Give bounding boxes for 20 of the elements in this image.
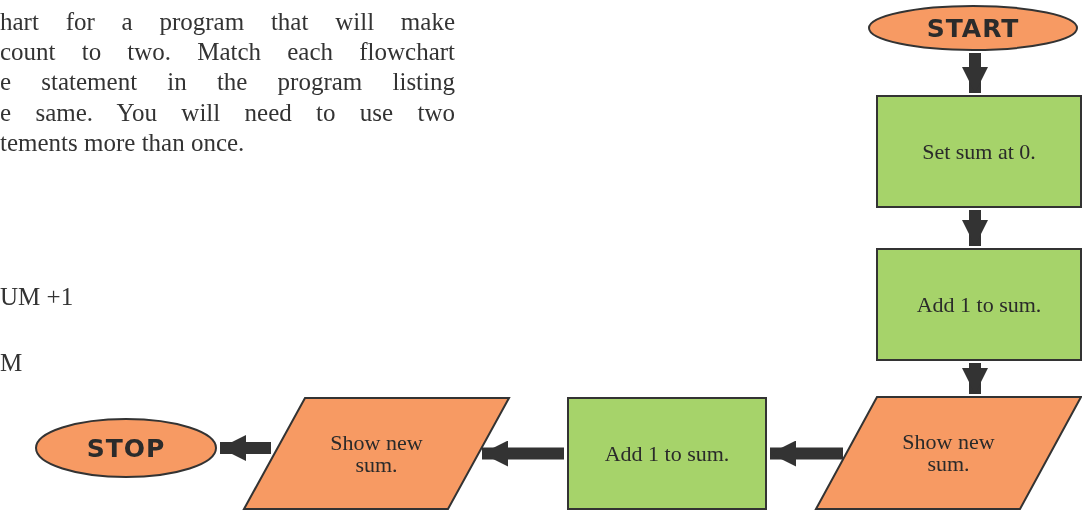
step-text: Set sum at 0. [922,140,1036,163]
step-text: Show new sum. [329,431,424,476]
instruction-text: tements more than once. [0,129,245,157]
instruction-text: e statement in the program listing [0,68,455,96]
flow-arrow [220,435,271,461]
step-text: Show new sum. [901,431,996,475]
terminator-label: STOP [86,435,166,461]
instruction-text: hart for a program that will make [0,8,455,36]
instruction-text: count to two. Match each flowchart [0,38,455,66]
flow-arrow [482,440,564,467]
program-line: UM +1 [0,283,74,311]
step-text: Add 1 to sum. [604,442,730,465]
flow-arrow [770,440,843,467]
program-line: M [0,349,23,377]
flow-arrow [962,363,988,394]
instruction-text: e same. You will need to use two [0,99,455,127]
step-text: Add 1 to sum. [916,293,1042,316]
flow-arrow [962,53,988,93]
terminator-label: START [926,15,1020,41]
flow-arrow [962,210,988,246]
